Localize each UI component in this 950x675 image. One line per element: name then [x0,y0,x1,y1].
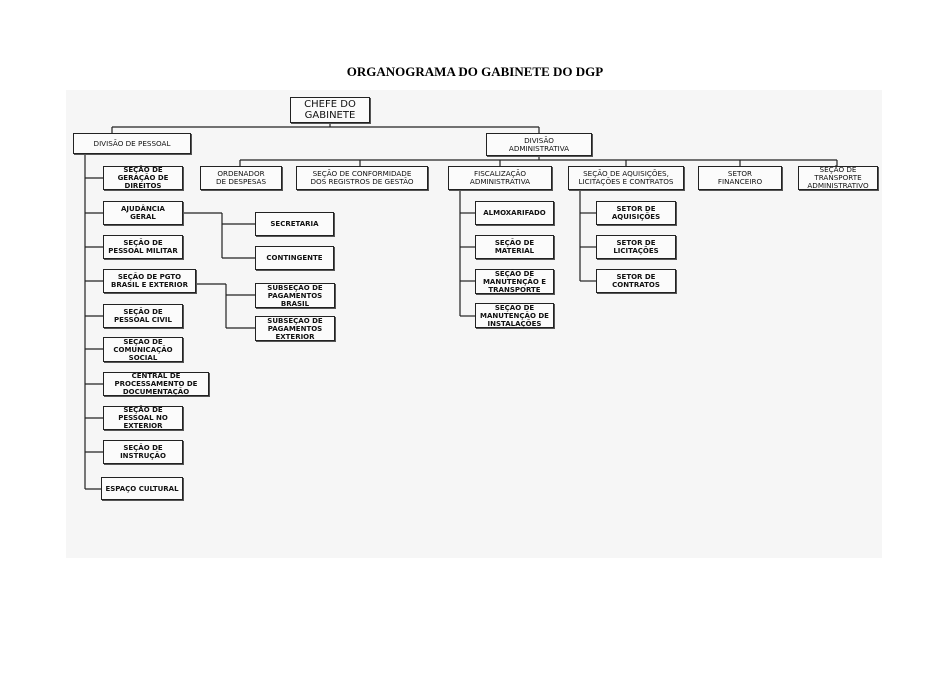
secao-transporte-administrativo-box: SEÇÃO DE TRANSPORTE ADMINISTRATIVO [798,166,878,190]
espaco-cultural-box: ESPAÇO CULTURAL [101,477,183,500]
page-title: ORGANOGRAMA DO GABINETE DO DGP [346,64,604,79]
central-processamento-box: CENTRAL DE PROCESSAMENTO DE DOCUMENTAÇÃO [103,372,209,396]
setor-aquisicoes-box: SETOR DE AQUISIÇÕES [596,201,676,225]
ajudancia-geral-box: AJUDÂNCIA GERAL [103,201,183,225]
divisao-pessoal-box: DIVISÃO DE PESSOAL [73,133,191,154]
secao-conformidade-box: SEÇÃO DE CONFORMIDADE DOS REGISTROS DE G… [296,166,428,190]
subsecao-pagamentos-brasil-box: SUBSEÇÃO DE PAGAMENTOS BRASIL [255,283,335,308]
ordenador-despesas-box: ORDENADOR DE DESPESAS [200,166,282,190]
setor-financeiro-box: SETOR FINANCEIRO [698,166,782,190]
divisao-administrativa-box: DIVISÃO ADMINISTRATIVA [486,133,592,156]
chefe-do-gabinete-box: CHEFE DO GABINETE [290,97,370,123]
secao-pgto-box: SEÇÃO DE PGTO BRASIL E EXTERIOR [103,269,196,293]
secao-instrucao-box: SEÇÃO DE INSTRUÇÃO [103,440,183,464]
secao-pessoal-exterior-box: SEÇÃO DE PESSOAL NO EXTERIOR [103,406,183,430]
secao-manutencao-instalacoes-box: SEÇÃO DE MANUTENÇÃO DE INSTALAÇÕES [475,303,554,328]
secretaria-box: SECRETARIA [255,212,334,236]
setor-contratos-box: SETOR DE CONTRATOS [596,269,676,293]
setor-licitacoes-box: SETOR DE LICITAÇÕES [596,235,676,259]
fiscalizacao-administrativa-box: FISCALIZAÇÃO ADMINISTRATIVA [448,166,552,190]
secao-manutencao-transporte-box: SEÇÃO DE MANUTENÇÃO E TRANSPORTE [475,269,554,294]
secao-pessoal-civil-box: SEÇÃO DE PESSOAL CIVIL [103,304,183,328]
secao-material-box: SEÇÃO DE MATERIAL [475,235,554,259]
contingente-box: CONTINGENTE [255,246,334,270]
almoxarifado-box: ALMOXARIFADO [475,201,554,225]
subsecao-pagamentos-exterior-box: SUBSEÇÃO DE PAGAMENTOS EXTERIOR [255,316,335,341]
secao-pessoal-militar-box: SEÇÃO DE PESSOAL MILITAR [103,235,183,259]
secao-comunicacao-social-box: SEÇÃO DE COMUNICAÇÃO SOCIAL [103,337,183,362]
secao-aquisicoes-box: SEÇÃO DE AQUISIÇÕES, LICITAÇÕES E CONTRA… [568,166,684,190]
secao-geracao-direitos-box: SEÇÃO DE GERAÇÃO DE DIREITOS [103,166,183,190]
